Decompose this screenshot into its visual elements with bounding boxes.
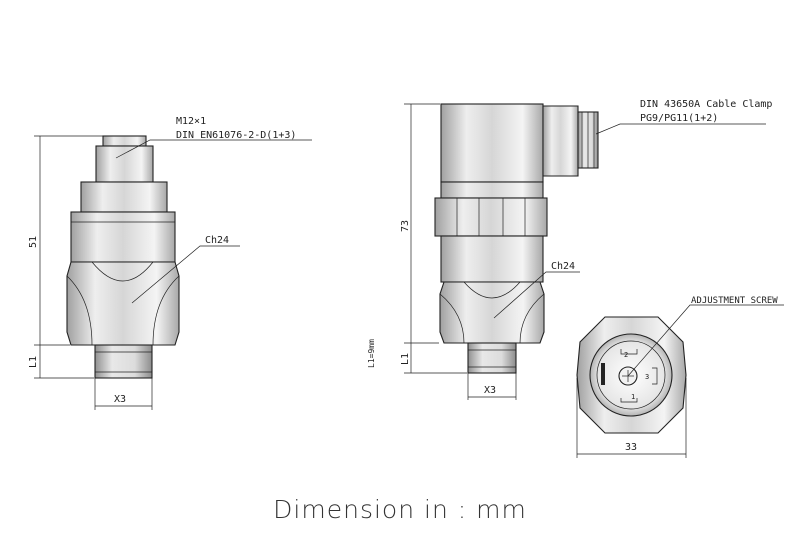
hex-nut-ch24 — [66, 261, 180, 346]
right-l1-note: L1=9mm — [367, 339, 376, 368]
pin-label-2: 2 — [624, 351, 628, 359]
left-connector-label-1: M12×1 — [176, 116, 206, 127]
adjustment-screw-label: ADJUSTMENT SCREW — [691, 296, 778, 306]
right-body — [440, 235, 544, 283]
right-neck — [440, 181, 544, 199]
m12-connector-cap — [102, 135, 147, 147]
right-connector-label-2: PG9/PG11(1+2) — [640, 113, 718, 124]
left-l1-dim: L1 — [28, 356, 39, 368]
right-l1-dim: L1 — [400, 353, 411, 365]
right-hex-label: Ch24 — [551, 261, 575, 272]
left-thread-dim: X3 — [114, 394, 126, 405]
right-thread-dim: X3 — [484, 385, 496, 396]
dimension-caption: Dimension in : mm — [273, 495, 527, 524]
right-height-dim: 73 — [400, 220, 411, 232]
right-connector-label-1: DIN 43650A Cable Clamp — [640, 99, 772, 110]
connector-face-view: 2 3 1 ADJUSTMENT SCREW 33 — [576, 296, 784, 458]
sensor-collar — [80, 181, 168, 213]
right-sensor-view: DIN 43650A Cable Clamp PG9/PG11(1+2) Ch2… — [367, 99, 772, 400]
left-height-dim: 51 — [28, 236, 39, 248]
ground-pin — [601, 363, 605, 385]
sensor-body-upper — [70, 211, 176, 263]
cable-clamp — [542, 105, 579, 177]
process-thread — [94, 344, 153, 379]
pin-label-3: 3 — [645, 373, 649, 381]
pin-label-1: 1 — [631, 393, 635, 401]
m12-connector-body — [95, 145, 154, 183]
left-connector-label-2: DIN EN61076-2-D(1+3) — [176, 130, 296, 141]
right-process-thread — [467, 342, 517, 374]
face-width-dim: 33 — [625, 442, 637, 453]
right-hex-nut-ch24 — [439, 281, 545, 344]
right-collar — [434, 197, 548, 237]
left-sensor-view: M12×1 DIN EN61076-2-D(1+3) Ch24 51 L1 X3 — [28, 116, 312, 410]
din-connector-box — [440, 103, 544, 183]
left-hex-label: Ch24 — [205, 235, 229, 246]
